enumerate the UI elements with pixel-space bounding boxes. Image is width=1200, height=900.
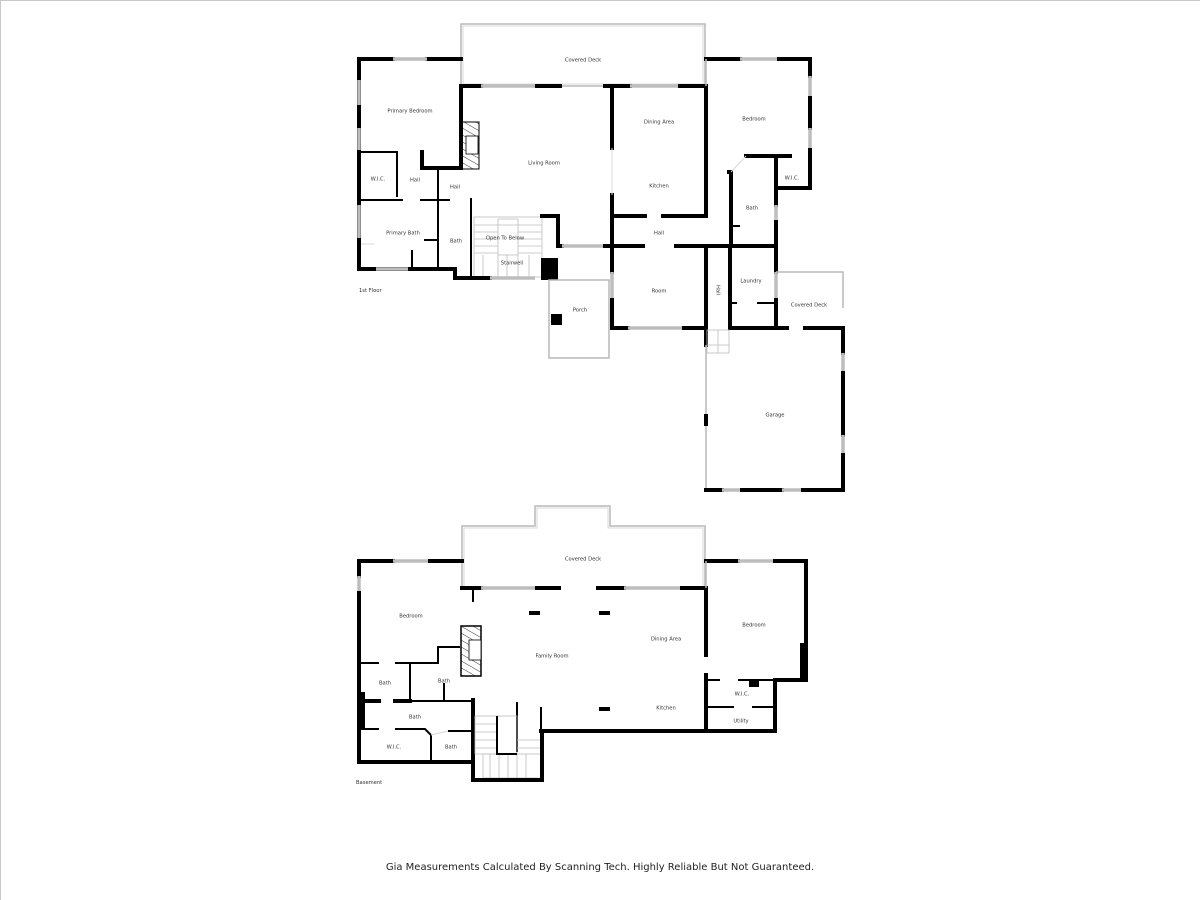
room-label-stairwell: Stairwell xyxy=(501,261,523,267)
basement-label-wic-left: W.I.C. xyxy=(387,745,402,751)
basement-right-bedroom-walls xyxy=(704,559,808,733)
room-label-bedroom: Bedroom xyxy=(742,117,765,123)
room-label-living-room: Living Room xyxy=(528,161,560,167)
room-label-laundry: Laundry xyxy=(740,279,761,285)
right-bedroom-walls xyxy=(704,57,812,248)
basement-label-utility: Utility xyxy=(733,719,748,725)
basement-family-room-walls xyxy=(470,586,708,752)
room-label-hall-center: Hall xyxy=(654,231,664,237)
room-label-kitchen: Kitchen xyxy=(649,184,669,190)
basement-left-bedroom-walls xyxy=(357,559,475,782)
room-label-dining-area: Dining Area xyxy=(644,120,674,126)
room-label-hall-left: Hall xyxy=(410,178,420,184)
basement-label-bath-1: Bath xyxy=(379,681,391,687)
basement-label-wic-right: W.I.C. xyxy=(735,692,750,698)
room-label-porch: Porch xyxy=(573,308,587,314)
fireplace-basement xyxy=(460,625,482,677)
room-label-covered-deck-small: Covered Deck xyxy=(791,303,827,309)
basement-label-bath-4: Bath xyxy=(445,745,457,751)
room-laundry-walls xyxy=(610,244,778,354)
basement-label-family-room: Family Room xyxy=(535,654,568,660)
living-room-walls xyxy=(459,84,614,248)
basement-plan: Covered Deck Bedroom Family Room Dining … xyxy=(356,505,808,786)
room-label-open-to-below: Open To Below xyxy=(486,236,525,242)
basement-label-bath-3: Bath xyxy=(409,715,421,721)
room-label-bath-mid: Bath xyxy=(450,239,462,245)
basement-stairwell xyxy=(471,715,544,782)
room-label-room: Room xyxy=(652,289,667,295)
room-label-primary-bedroom: Primary Bedroom xyxy=(387,109,432,115)
small-covered-deck-outline xyxy=(774,271,845,330)
room-label-primary-bath: Primary Bath xyxy=(386,231,420,237)
basement-label-covered-deck: Covered Deck xyxy=(565,557,601,563)
room-label-wic-right: W.I.C. xyxy=(785,176,800,182)
room-label-garage: Garage xyxy=(766,413,785,419)
room-label-hall-vertical: Hall xyxy=(715,285,721,295)
basement-label-bedroom-right: Bedroom xyxy=(742,623,765,629)
room-label-bath-right: Bath xyxy=(746,206,758,212)
garage-walls xyxy=(704,326,845,492)
room-label-hall-mid: Hall xyxy=(450,185,460,191)
floor-label-first-floor: 1st Floor xyxy=(359,288,382,294)
porch-outline xyxy=(548,279,610,359)
first-floor-plan: Covered Deck Primary Bedroom Living Room… xyxy=(357,23,845,492)
stairwell-first-floor xyxy=(470,214,560,280)
primary-bedroom-walls xyxy=(357,57,474,280)
room-label-covered-deck: Covered Deck xyxy=(565,58,601,64)
fireplace-first-floor xyxy=(460,121,480,170)
basement-label-dining-area: Dining Area xyxy=(651,637,681,643)
covered-deck-outline xyxy=(460,23,706,87)
basement-label-kitchen: Kitchen xyxy=(656,706,676,712)
basement-covered-deck-outline xyxy=(461,505,706,588)
floor-label-basement: Basement xyxy=(356,780,382,786)
room-label-wic-left: W.I.C. xyxy=(371,177,386,183)
basement-label-bedroom-left: Bedroom xyxy=(399,614,422,620)
measurement-disclaimer: Gia Measurements Calculated By Scanning … xyxy=(385,862,815,873)
dining-kitchen-walls xyxy=(556,84,708,248)
basement-label-bath-2: Bath xyxy=(438,679,450,685)
